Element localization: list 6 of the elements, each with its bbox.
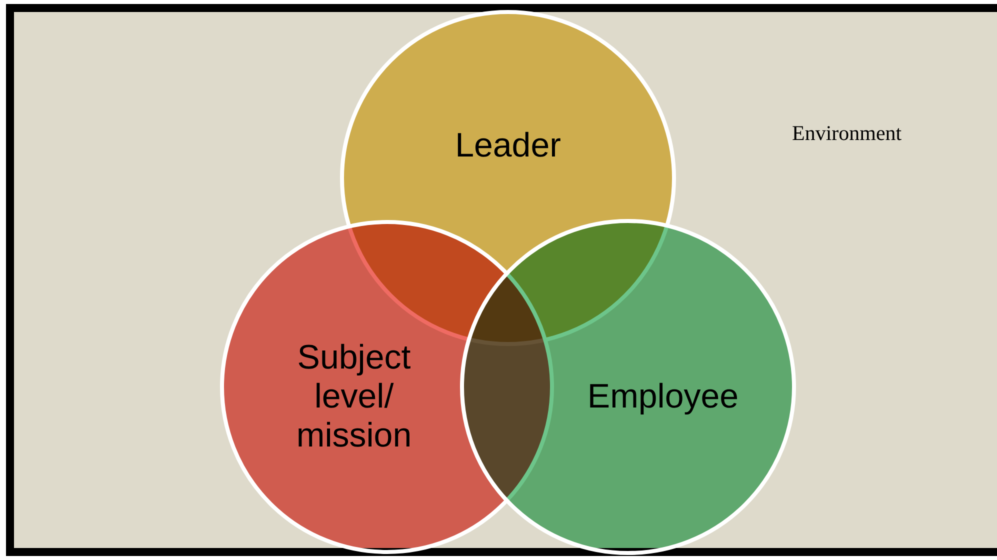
circle-label: Leader: [454, 126, 562, 166]
venn-circle: [459, 218, 797, 556]
circle-label: Employee: [586, 378, 740, 416]
environment-panel: [6, 4, 997, 556]
circle-label: Subject level/ mission: [295, 338, 413, 456]
environment-label: Environment: [792, 120, 902, 147]
